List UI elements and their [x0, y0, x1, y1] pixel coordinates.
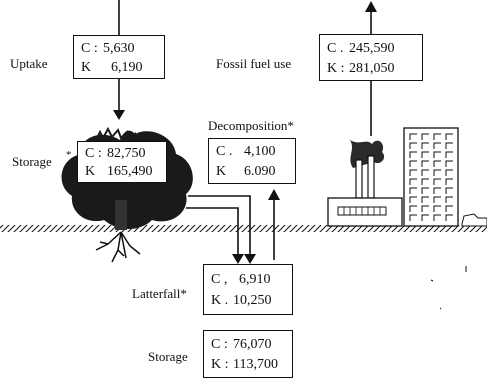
- arrow-up-decomposition: [268, 189, 280, 200]
- storage-tree-asterisk: *: [66, 150, 72, 161]
- uptake-label: Uptake: [10, 57, 48, 70]
- uptake-c-key: C :: [81, 42, 103, 56]
- car-icon: [462, 214, 487, 226]
- decomp-k-key: K: [216, 165, 238, 179]
- arrow-down-litter-inner: [232, 254, 244, 264]
- litter-k-value: 10,250: [233, 294, 272, 308]
- litter-c-value: 6,910: [239, 273, 271, 287]
- litter-k-key: K .: [211, 294, 233, 308]
- litterfall-label: Latterfall*: [132, 287, 187, 300]
- tree-k-value: 165,490: [107, 165, 153, 179]
- decomposition-box: C . 4,100 K 6.090: [208, 138, 296, 184]
- fossil-k-value: 281,050: [349, 62, 395, 76]
- fossil-k-key: K :: [327, 62, 349, 76]
- litterfall-path-inner: [186, 208, 238, 258]
- uptake-c-value: 5,630: [103, 42, 135, 56]
- arrow-down-to-tree: [113, 110, 125, 120]
- soil-k-value: 113,700: [233, 358, 278, 372]
- decomp-c-value: 4,100: [244, 145, 276, 159]
- tree-c-value: 82,750: [107, 147, 146, 161]
- fossil-fuel-box: C .245,590 K :281,050: [319, 34, 423, 81]
- uptake-k-value: 6,190: [111, 61, 143, 75]
- storage-soil-label: Storage: [148, 350, 188, 363]
- tree-c-key: C :: [85, 147, 107, 161]
- soil-storage-box: C :76,070 K :113,700: [203, 330, 293, 378]
- soil-k-key: K :: [211, 358, 233, 372]
- building-icon: [404, 128, 458, 226]
- fossil-c-value: 245,590: [349, 42, 395, 56]
- decomposition-label: Decomposition*: [208, 119, 294, 132]
- uptake-k-key: K: [81, 61, 103, 75]
- decomp-k-value: 6.090: [244, 165, 276, 179]
- fossil-c-key: C .: [327, 42, 349, 56]
- litterfall-box: C , 6,910 K .10,250: [203, 264, 293, 315]
- fossil-fuel-use-label: Fossil fuel use: [216, 57, 291, 70]
- arrow-down-litter-outer: [244, 254, 256, 264]
- storage-tree-label: Storage: [12, 155, 52, 168]
- arrow-up-fossil: [365, 1, 377, 12]
- soil-c-key: C :: [211, 338, 233, 352]
- uptake-box: C :5,630 K 6,190: [73, 35, 165, 79]
- soil-c-value: 76,070: [233, 338, 272, 352]
- factory-icon: [328, 140, 402, 226]
- litter-c-key: C ,: [211, 273, 233, 287]
- decomp-c-key: C .: [216, 145, 238, 159]
- tree-k-key: K: [85, 165, 107, 179]
